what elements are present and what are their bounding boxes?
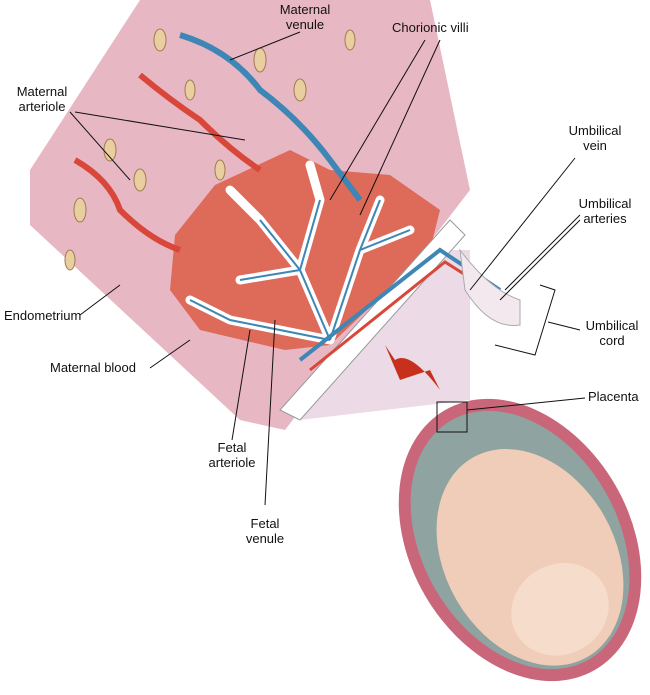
label-umbilical-cord-line2: cord (599, 333, 624, 348)
maternal-venule (179, 32, 363, 202)
label-fetal-venule-line2: venule (246, 531, 284, 546)
fetal-head (511, 562, 609, 656)
placenta-inset-box (436, 401, 468, 433)
endometrial-glands (64, 28, 356, 271)
label-umbilical-vein: Umbilical (569, 123, 622, 138)
label-maternal-blood: Maternal blood (50, 360, 136, 375)
maternal-arteriole (73, 72, 262, 253)
umbilical-cord (459, 248, 521, 327)
label-fetal-venule: Fetal (251, 516, 280, 531)
label-endometrium: Endometrium (4, 308, 81, 323)
label-placenta: Placenta (588, 389, 639, 404)
label-fetal-arteriole: Fetal (218, 440, 247, 455)
label-umbilical-arteries-line2: arteries (583, 211, 627, 226)
label-umbilical-cord: Umbilical (586, 318, 639, 333)
label-chorionic-villi: Chorionic villi (392, 20, 469, 35)
label-maternal-venule-line2: venule (286, 17, 324, 32)
uterus-with-fetus (398, 398, 642, 682)
label-fetal-arteriole-line2: arteriole (209, 455, 256, 470)
fetal-vessels (189, 199, 411, 341)
leader-lines (69, 31, 586, 506)
label-umbilical-vein-line2: vein (583, 138, 607, 153)
label-umbilical-arteries: Umbilical (579, 196, 632, 211)
label-maternal-arteriole: Maternal (17, 84, 68, 99)
label-maternal-arteriole-line2: arteriole (19, 99, 66, 114)
label-maternal-venule: Maternal (280, 2, 331, 17)
magnification-arrow (385, 345, 440, 390)
